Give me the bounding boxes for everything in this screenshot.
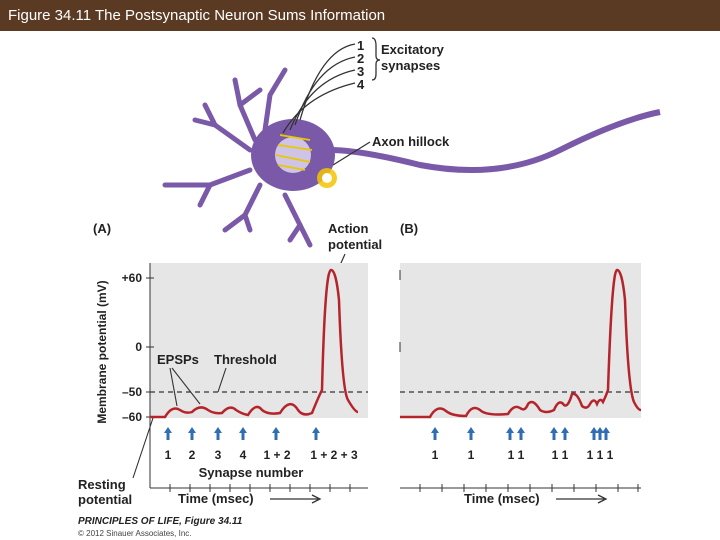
synapse-label-b-2: 1 [468,448,475,462]
synapse-axis-label: Synapse number [199,465,304,480]
neuron-illustration [162,43,661,248]
synapse-label-b-4: 1 1 [552,448,569,462]
action-potential-label-line1: Action [328,221,369,236]
resting-label-line1: Resting [78,477,126,492]
hillock-pointer [332,141,371,166]
footer-book: PRINCIPLES OF LIFE, Figure 34.11 [78,516,243,527]
synapse-label-b-3: 1 1 [508,448,525,462]
panel-b-letter: (B) [400,221,418,236]
synapse-label-a-5: 1 + 2 [263,448,290,462]
figure-title: Figure 34.11 The Postsynaptic Neuron Sum… [8,7,386,24]
synapse-number-2: 2 [357,51,364,66]
y-tick-minus50: –50 [122,385,142,399]
synapse-label-b-1: 1 [432,448,439,462]
synapse-label-a-3: 3 [215,448,222,462]
panel-a-trace [150,268,359,419]
resting-label-line2: potential [78,492,132,507]
synapse-number-1: 1 [357,38,364,53]
footer-copyright: © 2012 Sinauer Associates, Inc. [78,529,192,538]
title-bar: Figure 34.11 The Postsynaptic Neuron Sum… [0,0,720,31]
panel-a-background [150,263,368,418]
panel-a-time-ticks [169,484,351,492]
time-axis-label-a: Time (msec) [178,491,254,506]
time-arrow-b [556,494,608,504]
hillock-core [322,173,332,183]
action-potential-label-line2: potential [328,237,382,252]
y-tick-plus60: +60 [122,271,143,285]
axon-hillock-label: Axon hillock [372,134,450,149]
synapse-label-b-5: 1 1 1 [587,448,614,462]
synapse-inputs [282,43,356,134]
synapse-label-a-1: 1 [165,448,172,462]
y-tick-0: 0 [135,340,142,354]
synapse-number-4: 4 [357,77,365,92]
panel-b-time-ticks [419,484,639,492]
epsp-pointers [169,367,227,407]
synapse-brace [371,37,381,81]
time-arrow-a [270,494,322,504]
synapse-number-3: 3 [357,64,364,79]
panel-a-letter: (A) [93,221,111,236]
synapse-label-a-2: 2 [189,448,196,462]
axon [329,109,661,173]
synapse-label-a-6: 1 + 2 + 3 [310,448,358,462]
threshold-label: Threshold [214,352,277,367]
time-axis-label-b: Time (msec) [464,491,540,506]
y-tick-minus60: –60 [122,410,142,424]
panel-b-stimulus-arrows [431,427,610,440]
epsps-label: EPSPs [157,352,199,367]
panel-b-background [400,263,641,418]
panel-b-trace [400,268,642,419]
synapse-terminals [275,134,313,171]
resting-pointer [132,417,154,479]
excitatory-label-line1: Excitatory [381,42,445,57]
y-axis-label: Membrane potential (mV) [95,280,109,423]
excitatory-label-line2: synapses [381,58,440,73]
synapse-label-a-4: 4 [240,448,247,462]
panel-a-stimulus-arrows [164,427,320,440]
